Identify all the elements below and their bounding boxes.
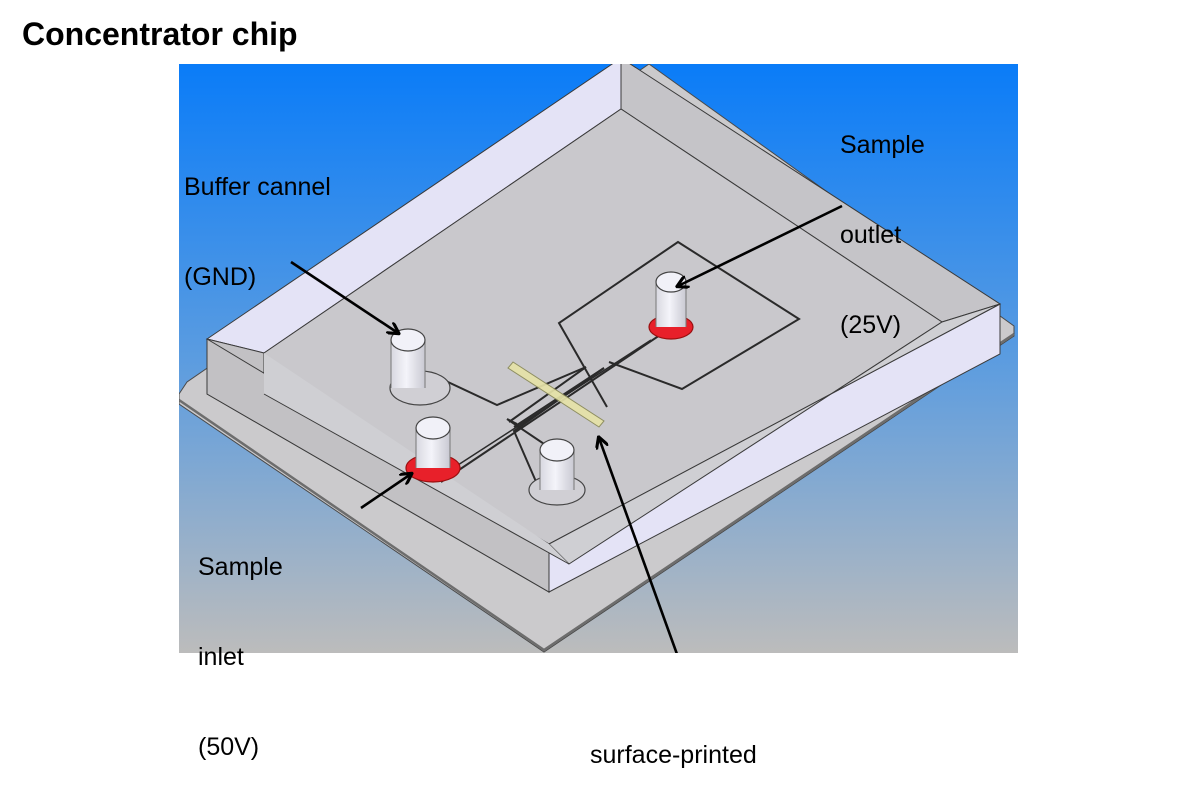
label-sample-inlet: Sample inlet (50V) xyxy=(198,492,283,800)
arrow-buffer xyxy=(290,260,398,333)
label-buffer-channel: Buffer cannel (GND) xyxy=(184,112,331,352)
label-line: Sample xyxy=(840,131,925,159)
label-line: (GND) xyxy=(184,263,257,291)
arrow-inlet xyxy=(360,474,411,510)
label-sample-outlet: Sample outlet (25V) xyxy=(840,70,925,400)
label-line: (50V) xyxy=(198,733,260,761)
label-line: Sample xyxy=(198,553,283,581)
reservoir-buffer-top xyxy=(389,328,451,406)
label-line: (25V) xyxy=(840,311,902,339)
label-line: outlet xyxy=(840,221,902,249)
reservoir-sample-outlet xyxy=(648,271,694,340)
outlet-chamber-outline xyxy=(557,240,801,408)
page-title: Concentrator chip xyxy=(22,16,298,52)
label-line: inlet xyxy=(198,643,244,671)
chip-figure xyxy=(179,64,1018,653)
arrow-membrane xyxy=(599,438,678,653)
label-line: Buffer cannel xyxy=(184,173,331,201)
label-membrane: surface-printed cation-selective membran… xyxy=(590,680,805,800)
reservoir-sample-inlet xyxy=(405,416,461,483)
nafion-membrane-strip xyxy=(507,361,605,428)
microchannels xyxy=(432,240,801,501)
label-line: surface-printed xyxy=(590,741,757,769)
reservoir-buffer-bottom xyxy=(528,438,586,506)
arrow-outlet xyxy=(678,204,843,286)
